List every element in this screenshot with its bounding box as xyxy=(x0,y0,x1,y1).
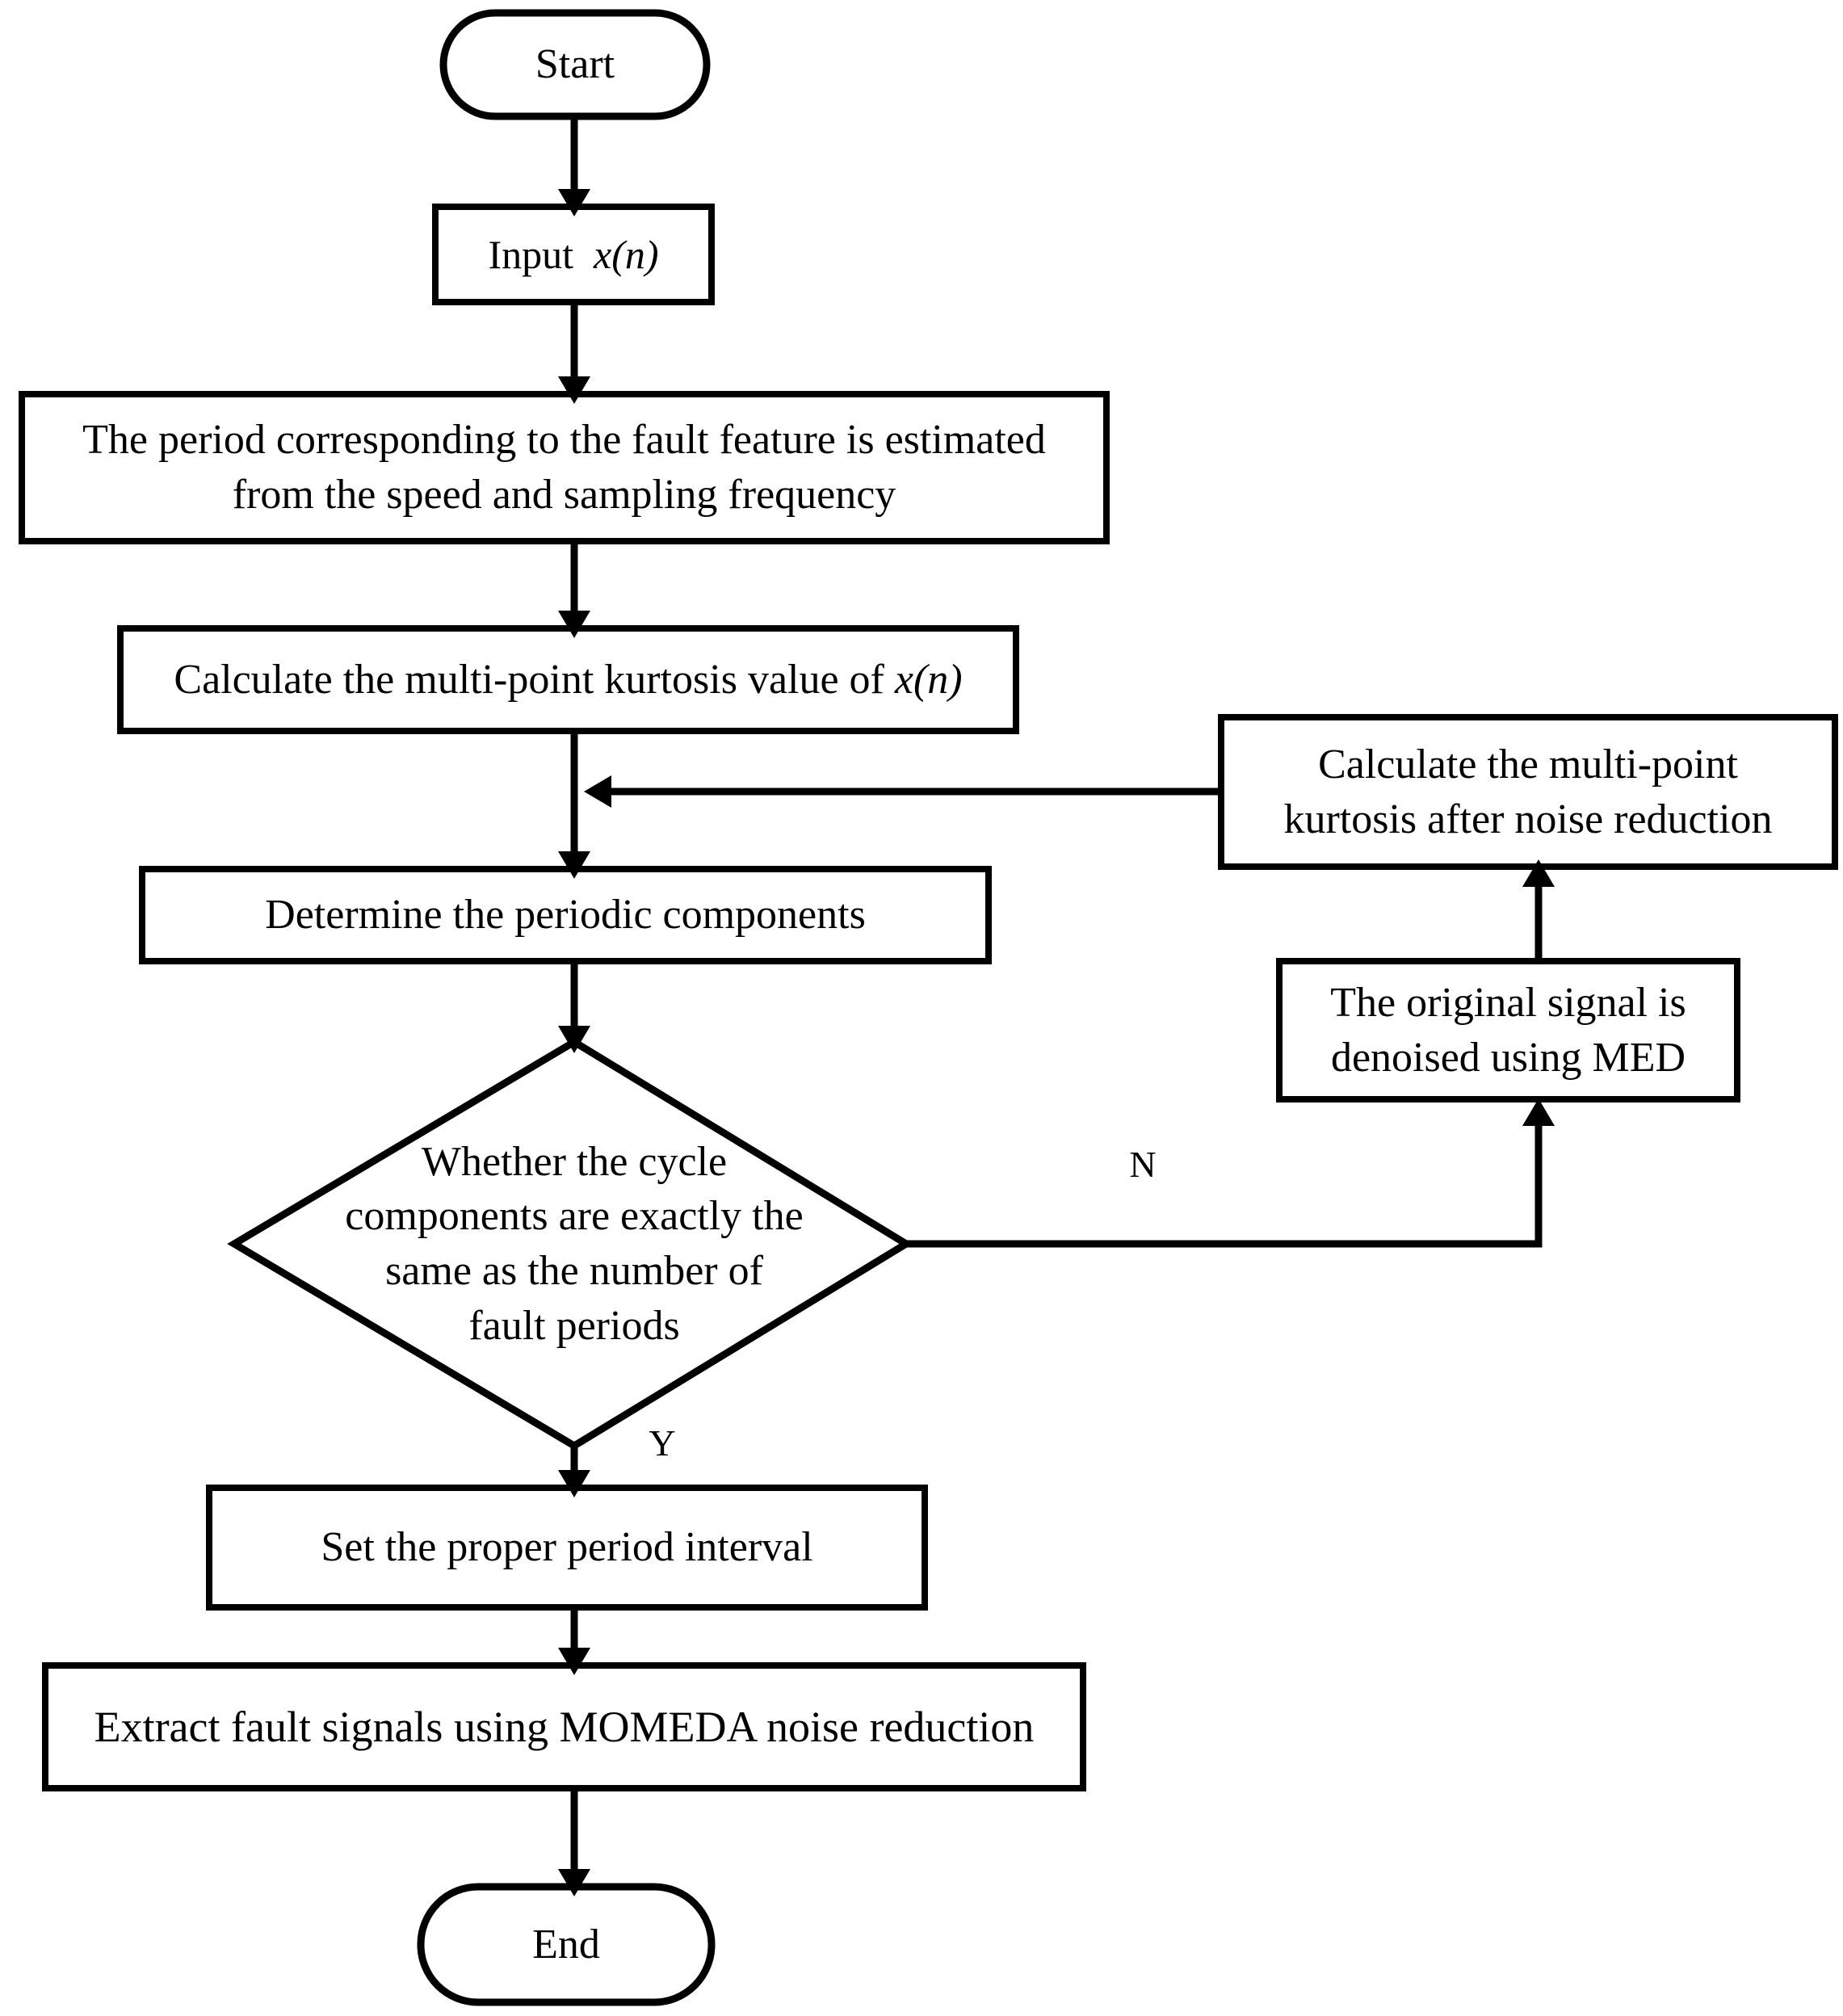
node-start-shape xyxy=(439,9,711,120)
node-set-interval-shape xyxy=(206,1485,928,1611)
node-determine-periodic-shape xyxy=(139,866,992,964)
node-denoise-med-shape xyxy=(1276,958,1740,1102)
node-estimate-period-shape xyxy=(19,391,1110,544)
node-decision-shape xyxy=(227,1037,913,1451)
node-extract-momeda-shape xyxy=(42,1662,1086,1791)
connector-decision-no-to-denoise-med xyxy=(906,1098,1555,1248)
edge-label-yes: Y xyxy=(649,1422,676,1464)
edge-label-no: N xyxy=(1129,1144,1157,1185)
node-end-shape xyxy=(417,1883,716,2006)
node-calc-kurtosis-after-shape xyxy=(1218,714,1838,870)
node-calc-kurtosis-shape xyxy=(117,625,1019,734)
node-input-shape xyxy=(432,204,715,305)
